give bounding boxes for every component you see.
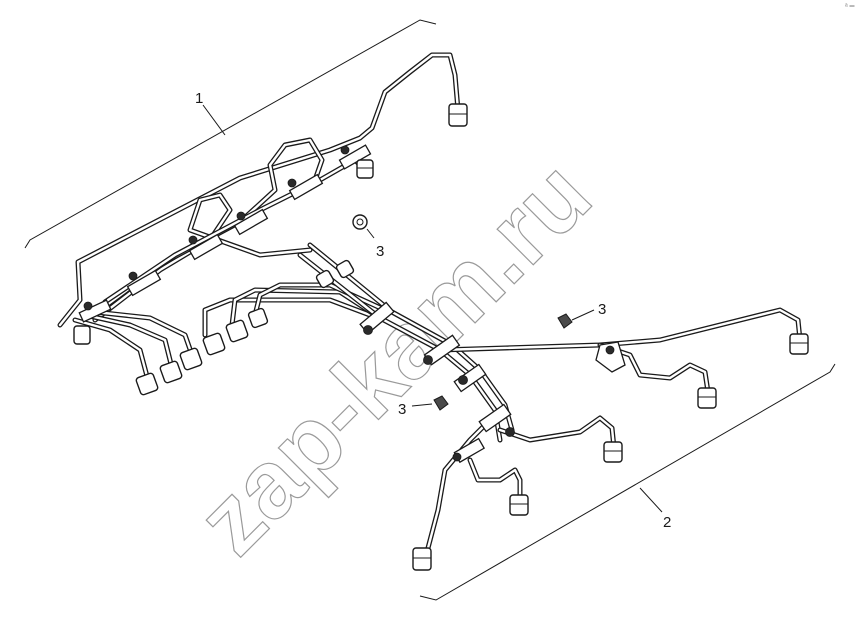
clamp-7 [359, 301, 395, 335]
clamp-4 [233, 208, 269, 236]
callout-3a-label: 3 [376, 243, 384, 260]
nut-lower-right [603, 441, 623, 463]
clamp-3 [188, 233, 224, 261]
nut-mid-2 [225, 319, 249, 343]
nut-top-2 [356, 159, 374, 179]
nut-mid-3 [247, 307, 269, 329]
corner-mark: ᵃ ═ [845, 3, 855, 10]
nut-top-right [448, 103, 468, 127]
clip-item-3b [557, 313, 573, 329]
clamp-2 [126, 269, 162, 297]
fittings [73, 103, 809, 571]
nut-bottom-left [412, 547, 432, 571]
watermark-text: zap-kam.ru [177, 141, 611, 575]
nut-lower-3 [179, 347, 203, 371]
group-2-bracket [419, 363, 836, 601]
nut-lower-center [509, 494, 529, 516]
nut-center-a [315, 269, 335, 289]
nut-right-2 [697, 387, 717, 409]
nut-left-end [73, 325, 91, 345]
bracket-right [595, 341, 626, 373]
clamp-9 [453, 363, 487, 393]
washer-item-3a [352, 214, 368, 230]
clamp-11 [452, 437, 486, 464]
clamp-8 [423, 334, 461, 366]
nut-mid-1 [202, 332, 226, 356]
clamp-1 [78, 299, 112, 323]
clamp-10 [478, 403, 515, 437]
nut-right-end [789, 333, 809, 355]
nut-lower-1 [135, 372, 159, 396]
clamp-5 [287, 173, 324, 201]
nut-lower-2 [159, 360, 183, 384]
callout-2-label: 2 [663, 514, 671, 531]
nut-center-b [335, 259, 355, 279]
clip-item-3c [433, 395, 449, 411]
group-1-bracket [24, 19, 437, 249]
callout-1-label: 1 [195, 90, 203, 107]
pipe-clamps [78, 144, 626, 464]
callout-3c-label: 3 [398, 401, 406, 418]
callout-3b-label: 3 [598, 301, 606, 318]
callout-leaders [202, 104, 663, 513]
